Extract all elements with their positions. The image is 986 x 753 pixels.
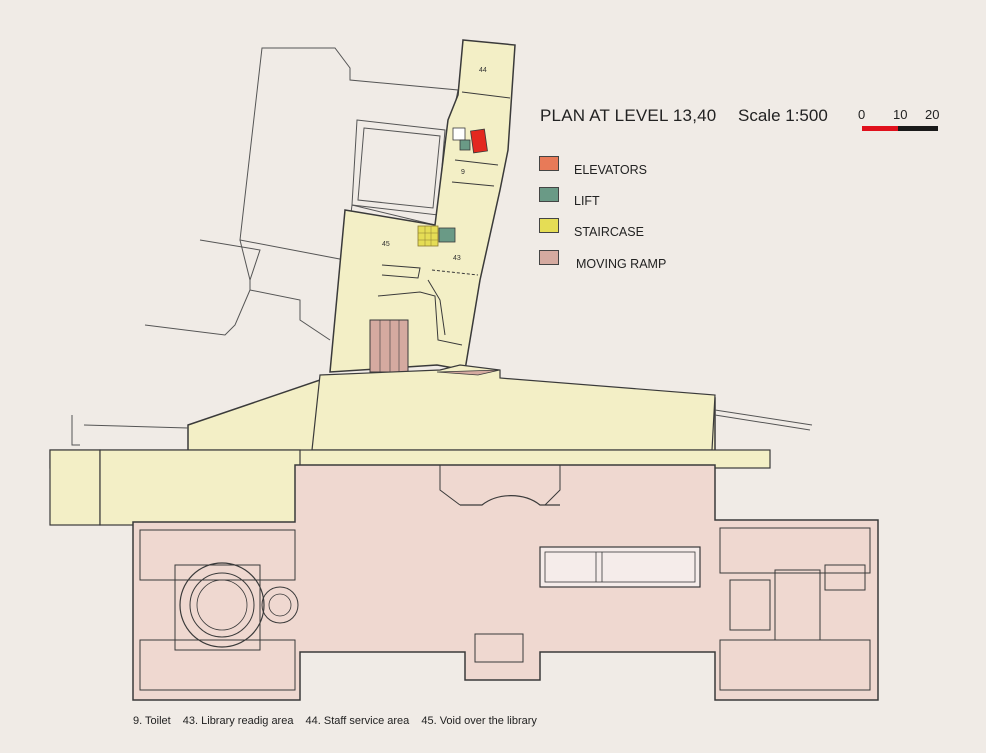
terrace-band — [49, 364, 813, 526]
legend-swatch-staircase — [539, 218, 559, 233]
legend-swatch-moving-ramp — [539, 250, 559, 265]
legend-label-lift: LIFT — [574, 194, 600, 208]
scale-bar-first-segment — [862, 126, 898, 131]
room-label-45: 45 — [382, 241, 390, 248]
room-label-44: 44 — [479, 67, 487, 74]
room-label-43: 43 — [453, 255, 461, 262]
legend-label-staircase: STAIRCASE — [574, 225, 644, 239]
scale-label: Scale 1:500 — [738, 106, 828, 125]
note-library-reading-area: 43. Library readig area — [182, 715, 294, 727]
legend-label-elevators: ELEVATORS — [574, 163, 647, 177]
scale-bar-second-segment — [898, 126, 938, 131]
note-staff-service-area: 44. Staff service area — [305, 715, 410, 727]
note-void-over-library: 45. Void over the library — [421, 715, 537, 727]
room-label-9: 9 — [461, 169, 465, 176]
main-building — [132, 464, 879, 701]
plan-title: PLAN AT LEVEL 13,40 — [540, 106, 717, 125]
scale-tick-0: 0 — [858, 107, 866, 122]
scale-tick-20: 20 — [925, 107, 940, 122]
note-toilet: 9. Toilet — [133, 715, 171, 727]
legend-swatch-lift — [539, 187, 559, 202]
room-notes: 9. Toilet 43. Library readig area 44. St… — [133, 715, 546, 727]
legend-swatch-elevators — [539, 156, 559, 171]
scale-tick-10: 10 — [893, 107, 908, 122]
tower-wing: 44 9 45 43 — [329, 39, 516, 373]
legend-label-moving-ramp: MOVING RAMP — [576, 257, 667, 271]
